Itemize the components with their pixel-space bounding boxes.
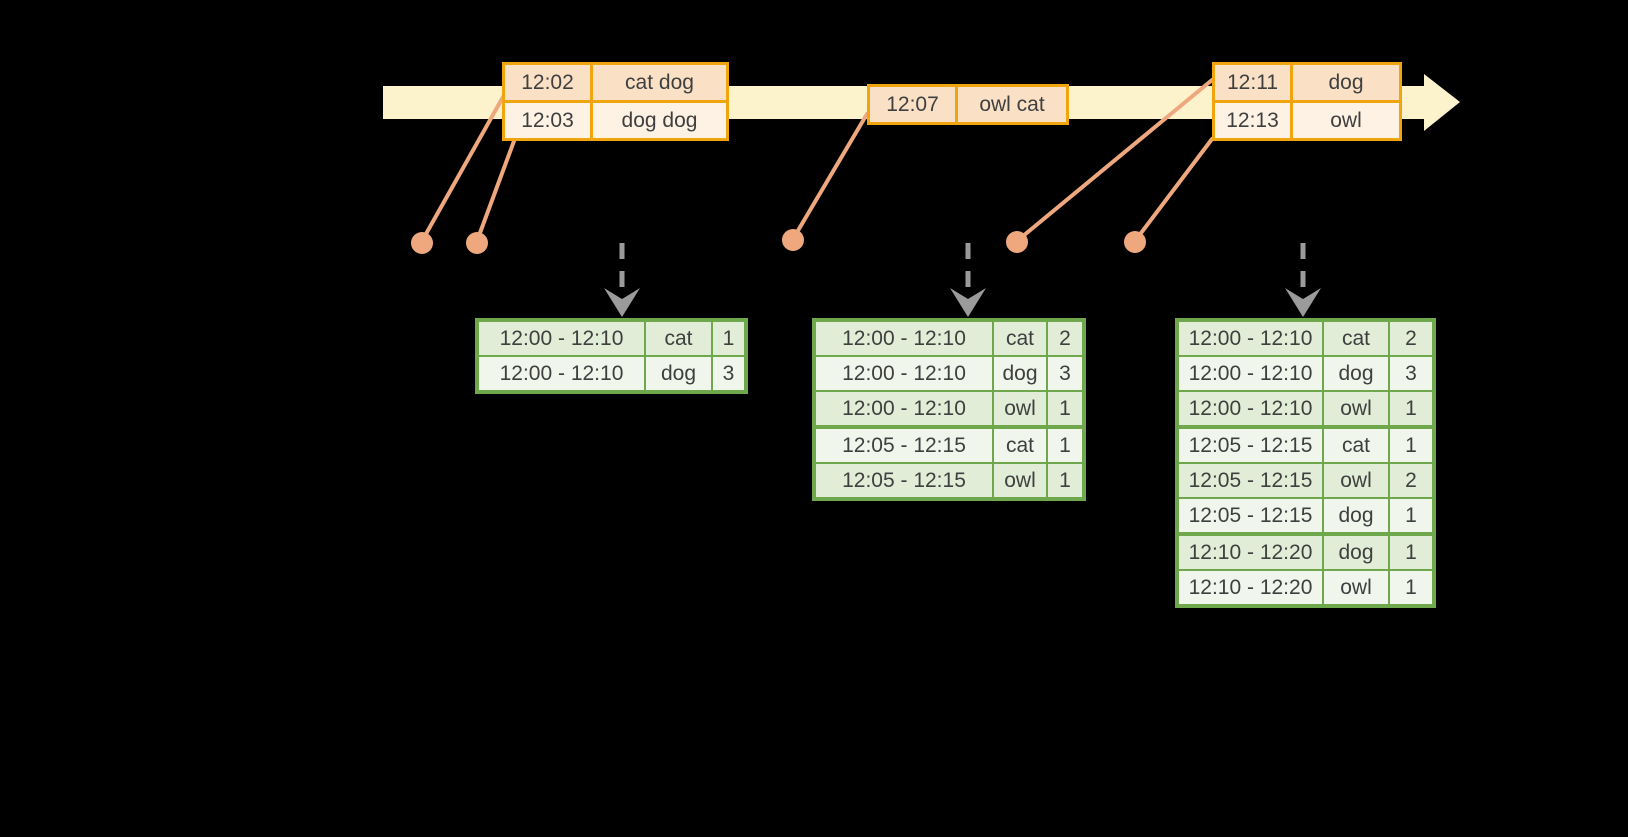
window-cell: 12:00 - 12:10 (1179, 322, 1322, 355)
word-cell: cat (644, 322, 711, 355)
trigger-arrow-icon (950, 243, 986, 317)
result-row: 12:00 - 12:10 dog 3 (816, 355, 1082, 390)
event-dot (782, 229, 804, 251)
window-cell: 12:05 - 12:15 (816, 464, 992, 497)
event-words-cell: dog dog (590, 103, 726, 138)
result-row: 12:05 - 12:15 owl 1 (816, 462, 1082, 497)
result-row: 12:10 - 12:20 owl 1 (1179, 569, 1432, 604)
event-row: 12:13 owl (1215, 100, 1399, 138)
count-cell: 1 (1388, 392, 1432, 425)
event-dot (466, 232, 488, 254)
result-row: 12:00 - 12:10 cat 2 (1179, 322, 1432, 355)
window-cell: 12:00 - 12:10 (1179, 392, 1322, 425)
event-connector-line (1015, 78, 1214, 243)
window-cell: 12:00 - 12:10 (816, 392, 992, 425)
event-words-cell: owl cat (955, 87, 1066, 122)
window-cell: 12:05 - 12:15 (1179, 499, 1322, 532)
count-cell: 3 (711, 357, 744, 390)
event-dot (1124, 231, 1146, 253)
event-table-1207: 12:07 owl cat (867, 84, 1069, 125)
event-connector-line (791, 112, 869, 241)
result-row: 12:05 - 12:15 dog 1 (1179, 497, 1432, 532)
result-row: 12:00 - 12:10 cat 2 (816, 322, 1082, 355)
window-cell: 12:00 - 12:10 (479, 322, 644, 355)
event-table-1202: 12:02 cat dog 12:03 dog dog (502, 62, 729, 141)
window-cell: 12:05 - 12:15 (816, 429, 992, 462)
count-cell: 2 (1388, 464, 1432, 497)
word-cell: owl (992, 392, 1046, 425)
word-cell: owl (1322, 392, 1388, 425)
result-table-2: 12:00 - 12:10 cat 2 12:00 - 12:10 dog 3 … (812, 318, 1086, 501)
count-cell: 2 (1388, 322, 1432, 355)
word-cell: owl (992, 464, 1046, 497)
event-row: 12:02 cat dog (505, 65, 726, 100)
result-row: 12:05 - 12:15 cat 1 (816, 425, 1082, 462)
word-cell: dog (1322, 357, 1388, 390)
event-words-cell: dog (1290, 65, 1399, 100)
result-table-3: 12:00 - 12:10 cat 2 12:00 - 12:10 dog 3 … (1175, 318, 1436, 608)
event-connector-line (1133, 137, 1214, 243)
count-cell: 2 (1046, 322, 1082, 355)
event-words-cell: cat dog (590, 65, 726, 100)
window-cell: 12:00 - 12:10 (816, 322, 992, 355)
event-table-1211: 12:11 dog 12:13 owl (1212, 62, 1402, 141)
result-row: 12:00 - 12:10 owl 1 (1179, 390, 1432, 425)
event-words-cell: owl (1290, 103, 1399, 138)
window-cell: 12:10 - 12:20 (1179, 571, 1322, 604)
result-row: 12:05 - 12:15 owl 2 (1179, 462, 1432, 497)
event-connector-line (475, 139, 516, 243)
result-row: 12:00 - 12:10 dog 3 (1179, 355, 1432, 390)
event-row: 12:07 owl cat (870, 87, 1066, 122)
word-cell: cat (1322, 322, 1388, 355)
word-cell: dog (1322, 499, 1388, 532)
word-cell: cat (992, 429, 1046, 462)
word-cell: cat (992, 322, 1046, 355)
event-row: 12:03 dog dog (505, 100, 726, 138)
result-table-1: 12:00 - 12:10 cat 1 12:00 - 12:10 dog 3 (475, 318, 748, 394)
count-cell: 3 (1046, 357, 1082, 390)
word-cell: dog (992, 357, 1046, 390)
result-row: 12:00 - 12:10 owl 1 (816, 390, 1082, 425)
window-cell: 12:00 - 12:10 (1179, 357, 1322, 390)
event-time-cell: 12:02 (505, 65, 590, 100)
event-time-cell: 12:07 (870, 87, 955, 122)
count-cell: 1 (711, 322, 744, 355)
result-row: 12:10 - 12:20 dog 1 (1179, 532, 1432, 569)
event-dot (411, 232, 433, 254)
result-row: 12:05 - 12:15 cat 1 (1179, 425, 1432, 462)
result-row: 12:00 - 12:10 cat 1 (479, 322, 744, 355)
word-cell: dog (1322, 536, 1388, 569)
trigger-arrow-icon (604, 243, 640, 317)
count-cell: 1 (1388, 499, 1432, 532)
event-time-cell: 12:11 (1215, 65, 1290, 100)
count-cell: 1 (1388, 571, 1432, 604)
word-cell: cat (1322, 429, 1388, 462)
event-time-cell: 12:13 (1215, 103, 1290, 138)
result-row: 12:00 - 12:10 dog 3 (479, 355, 744, 390)
word-cell: owl (1322, 464, 1388, 497)
count-cell: 3 (1388, 357, 1432, 390)
window-cell: 12:00 - 12:10 (816, 357, 992, 390)
count-cell: 1 (1046, 464, 1082, 497)
word-cell: owl (1322, 571, 1388, 604)
window-cell: 12:05 - 12:15 (1179, 429, 1322, 462)
event-dot (1006, 231, 1028, 253)
count-cell: 1 (1046, 429, 1082, 462)
event-time-cell: 12:03 (505, 103, 590, 138)
window-cell: 12:05 - 12:15 (1179, 464, 1322, 497)
word-cell: dog (644, 357, 711, 390)
event-row: 12:11 dog (1215, 65, 1399, 100)
window-cell: 12:00 - 12:10 (479, 357, 644, 390)
event-connector-line (420, 95, 505, 243)
trigger-arrow-icon (1285, 243, 1321, 317)
window-cell: 12:10 - 12:20 (1179, 536, 1322, 569)
count-cell: 1 (1388, 536, 1432, 569)
count-cell: 1 (1388, 429, 1432, 462)
count-cell: 1 (1046, 392, 1082, 425)
